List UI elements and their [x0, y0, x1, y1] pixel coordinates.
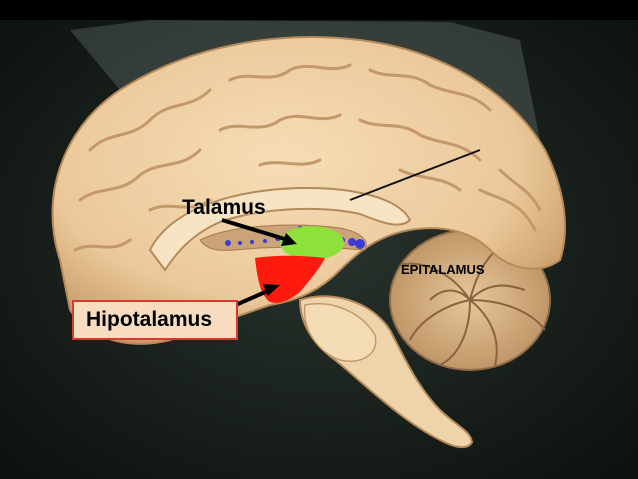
talamus-arrow: [221, 218, 297, 246]
epitalamus-pointer-line: [349, 149, 481, 201]
epitalamus-label: EPITALAMUS: [401, 262, 485, 277]
talamus-label: Talamus: [182, 196, 266, 219]
hipotalamus-label: Hipotalamus: [86, 308, 213, 331]
top-black-band: [0, 0, 638, 20]
plastic-wrap: [70, 20, 540, 140]
hipotalamus-label-box: [72, 300, 238, 340]
corpus-callosum: [148, 186, 412, 272]
talamus-highlight: [280, 226, 344, 260]
pons: [303, 303, 377, 362]
gyri: [73, 63, 542, 252]
